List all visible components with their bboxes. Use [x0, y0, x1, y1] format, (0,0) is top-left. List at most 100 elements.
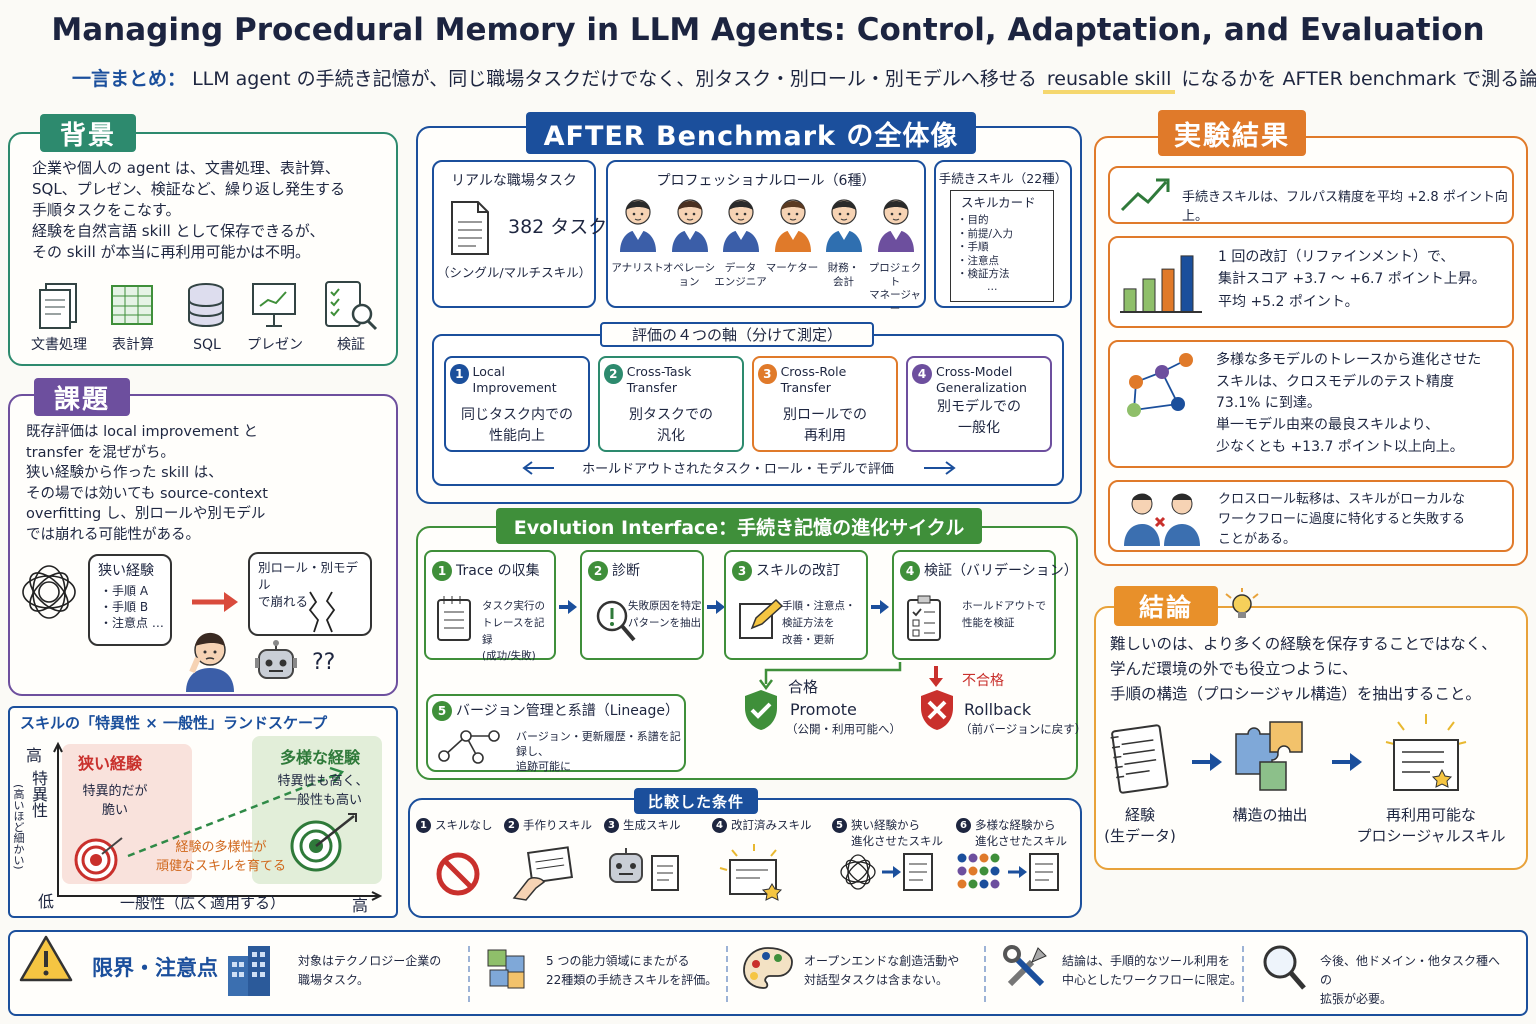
skill-card-item: ・注意点 [957, 254, 999, 267]
x-axis-label: 一般性（広く適用する） [120, 894, 286, 912]
person-icon [877, 199, 914, 252]
y-axis-label: 特異性 [29, 770, 48, 818]
step-arrow-icon [707, 600, 725, 614]
axis-desc: 別ロールでの 再利用 [783, 407, 867, 444]
robot-doc-icon [609, 848, 679, 891]
diagnose-magnifier-icon [596, 600, 636, 642]
y-axis-low: 低 [38, 892, 55, 911]
limitation-divider [468, 946, 470, 1002]
limitations-title: 限界・注意点 [92, 956, 218, 980]
role-item: 財務・ 会計 [818, 192, 869, 304]
checklist-magnifier-icon [325, 281, 378, 331]
red-target-icon [74, 837, 123, 882]
trend-up-icon [1120, 178, 1170, 212]
result-text-1: 手続きスキルは、フルパス精度を平均 +2.8 ポイント向上。 [1182, 190, 1508, 224]
person-icon [774, 199, 811, 252]
role-label: アナリスト [611, 262, 664, 274]
bar-chart-icon [1120, 255, 1202, 313]
step-desc: 失敗原因を特定 パターンを抽出 [628, 600, 702, 629]
challenges-line: その場では効いても source-context [26, 485, 268, 502]
landscape-axes [53, 741, 383, 901]
role-item: プロジェクト マネージャー [869, 192, 921, 315]
tasks-count: 382 タスク [508, 216, 608, 238]
skill-card-item: ・前提/入力 [957, 227, 1014, 240]
step-title-text: 検証（バリデーション） [924, 563, 1078, 579]
conclusion-panel [1094, 606, 1528, 870]
worried-person-icon [186, 632, 234, 692]
tasks-sub: （シングル/マルチスキル） [436, 265, 592, 280]
heldout-text: ホールドアウトされたタスク・ロール・モデルで評価 [582, 462, 894, 477]
axes-title: 評価の４つの軸（分けて測定） [600, 322, 874, 347]
handwritten-card-icon [512, 846, 574, 901]
puzzle-icon [1235, 721, 1303, 791]
condition-label-text: 狭い経験から 進化させたスキル [851, 818, 943, 848]
background-line: 手順タスクをこなす。 [32, 201, 181, 219]
step-desc: 手順・注意点・ 検証方法を 改善・更新 [782, 600, 856, 646]
limitation-item: 対象はテクノロジー企業の 職場タスク。 [224, 936, 476, 1010]
role-item: オペレーション [663, 192, 715, 304]
results-tag: 実験結果 [1158, 110, 1306, 156]
background-icon-label: 文書処理 [31, 337, 87, 353]
conclusion-tag: 結論 [1114, 586, 1218, 626]
step-number: 1 [432, 561, 452, 581]
presentation-icon [252, 283, 296, 327]
background-line: 企業や個人の agent は、文書処理、表計算、 [32, 159, 340, 177]
axis-desc: 同じタスク内での 性能向上 [461, 407, 573, 444]
red-arrow-icon [192, 592, 238, 612]
evolution-tag: Evolution Interface：手続き記憶の進化サイクル [496, 508, 982, 544]
background-tag: 背景 [40, 114, 136, 152]
robot-icon [255, 640, 297, 679]
condition-label-text: 生成スキル [623, 818, 681, 832]
challenges-line: では崩れる可能性がある。 [26, 526, 200, 543]
y-axis-high: 高 [26, 746, 43, 765]
summary-text: LLM agent の手続き記憶が、同じ職場タスクだけでなく、別タスク・別ロール… [192, 68, 1037, 90]
limitation-text: 対象はテクノロジー企業の 職場タスク。 [298, 954, 442, 988]
green-target-icon [290, 813, 357, 872]
axis-number: 4 [912, 364, 932, 384]
condition-label-text: 手作りスキル [523, 818, 592, 832]
person-icon [620, 199, 656, 252]
background-icon-label: SQL [193, 337, 221, 353]
spreadsheet-icon [111, 285, 153, 325]
promote-label: Promote [790, 700, 857, 719]
condition-number: 2 [504, 818, 519, 833]
condition-label: 2 手作りスキル [504, 818, 606, 834]
notepad-icon [437, 596, 471, 641]
axis-name-text: Cross-Role Transfer [780, 364, 847, 395]
role-label: プロジェクト マネージャー [868, 262, 922, 315]
limitation-text: 5 つの能力領域にまたがる 22種類の手続きスキルを評価。 [546, 954, 718, 988]
narrow-experience-box: 狭い経験 ・手順 A ・手順 B ・注意点 … [88, 554, 172, 646]
palette-icon [743, 947, 793, 989]
summary-line: 一言まとめ： LLM agent の手続き記憶が、同じ職場タスクだけでなく、別タ… [72, 64, 1536, 94]
flow-arrow-icon [1192, 753, 1222, 771]
break-box-text: 別ロール・別モデル で崩れる [258, 560, 359, 609]
narrow-desc: 特異的だが 脆い [82, 784, 148, 818]
axis-number: 3 [758, 364, 777, 384]
role-item: アナリスト [611, 192, 664, 304]
axis-number: 1 [450, 364, 469, 384]
bar-chart-bar [1123, 288, 1137, 313]
buildings-icon [228, 946, 270, 996]
crack-icon [308, 591, 336, 633]
promote-sub: （公開・利用可能へ） [786, 722, 901, 736]
limitation-item: 5 つの能力領域にまたがる 22種類の手続きスキルを評価。 [482, 936, 734, 1010]
flow-label: 経験 (生データ) [1104, 806, 1176, 845]
step-title-text: Trace の収集 [456, 563, 540, 579]
arrow-note: 経験の多様性が 頑健なスキルを育てる [156, 840, 287, 874]
narrow-box-item: ・手順 B [100, 600, 149, 615]
step-title-text: 診断 [612, 563, 640, 579]
